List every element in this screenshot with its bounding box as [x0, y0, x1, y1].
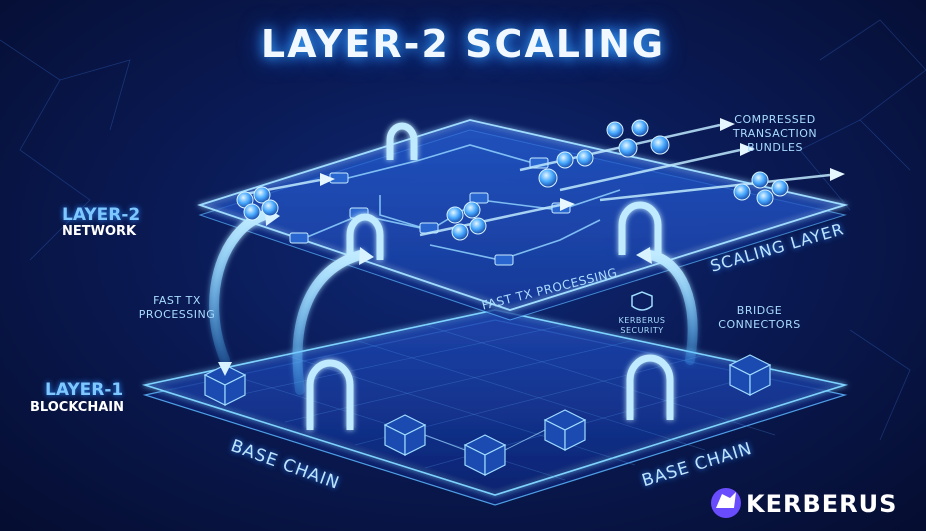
arch-bridge-icon [306, 359, 354, 430]
token-coin-icon [733, 171, 789, 207]
fast-tx-line-1: FAST TX [153, 294, 201, 307]
token-coin-icon [606, 119, 670, 158]
arch-bridge-icon [618, 201, 662, 255]
kerberus-security-label: KERBERUS SECURITY [610, 316, 674, 336]
security-line-1: KERBERUS [618, 316, 666, 325]
compressed-line-1: COMPRESSED [734, 113, 816, 126]
brand-name: KERBERUS [746, 490, 898, 518]
fast-tx-line-2: PROCESSING [138, 308, 216, 321]
kerberus-logo-icon [711, 488, 741, 518]
page-title: LAYER-2 SCALING [260, 22, 666, 66]
compressed-line-3: BUNDLES [747, 141, 803, 154]
block-cube-icon [383, 414, 427, 456]
bridge-line-1: BRIDGE [736, 304, 783, 317]
layer2-subtitle: NETWORK [62, 224, 137, 239]
layer2-arches [346, 122, 662, 260]
token-coin-icon [236, 186, 279, 221]
layer2-platform [197, 119, 849, 321]
background-network [0, 19, 926, 441]
token-clusters [236, 119, 789, 241]
arch-bridge-icon [386, 122, 418, 160]
block-cube-icon [728, 354, 772, 396]
token-coin-icon [538, 149, 594, 188]
layer1-subtitle: BLOCKCHAIN [30, 400, 125, 415]
bridge-line-2: CONNECTORS [718, 318, 801, 331]
security-line-2: SECURITY [620, 326, 664, 335]
transaction-streams [239, 123, 831, 237]
arch-bridge-icon [626, 354, 674, 420]
layer1-arches [306, 354, 674, 430]
compressed-line-2: TRANSACTION [732, 127, 818, 140]
token-coin-icon [446, 201, 487, 241]
arch-bridge-icon [346, 213, 384, 260]
layer1-platform [141, 309, 849, 506]
block-cube-icon [463, 434, 507, 476]
arrow-icon [320, 118, 845, 211]
compressed-bundles-label: COMPRESSED TRANSACTION BUNDLES [720, 113, 830, 155]
bridge-arcs [209, 210, 698, 395]
layer2-title: LAYER-2 [62, 205, 141, 225]
shield-icon [631, 291, 653, 311]
block-cube-icon [543, 409, 587, 451]
fast-tx-label-left: FAST TX PROCESSING [132, 294, 222, 322]
bridge-connectors-label: BRIDGE CONNECTORS [712, 304, 807, 332]
layer1-title: LAYER-1 [45, 380, 124, 400]
